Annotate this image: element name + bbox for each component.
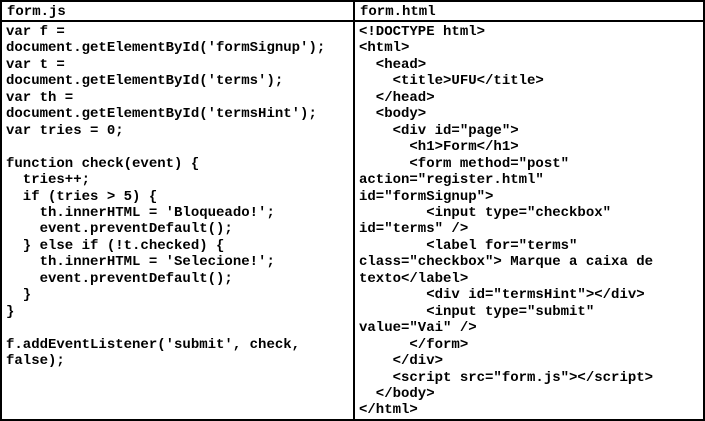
code-panel-form-html: form.html <!DOCTYPE html> <html> <head> … [355, 2, 703, 419]
file-name-header-form-js: form.js [2, 2, 353, 22]
file-name-header-form-html: form.html [355, 2, 703, 22]
code-content-form-html: <!DOCTYPE html> <html> <head> <title>UFU… [359, 24, 654, 419]
code-content-form-js: var f = document.getElementById('formSig… [6, 24, 326, 370]
code-panel-form-js: form.js var f = document.getElementById(… [2, 2, 355, 419]
